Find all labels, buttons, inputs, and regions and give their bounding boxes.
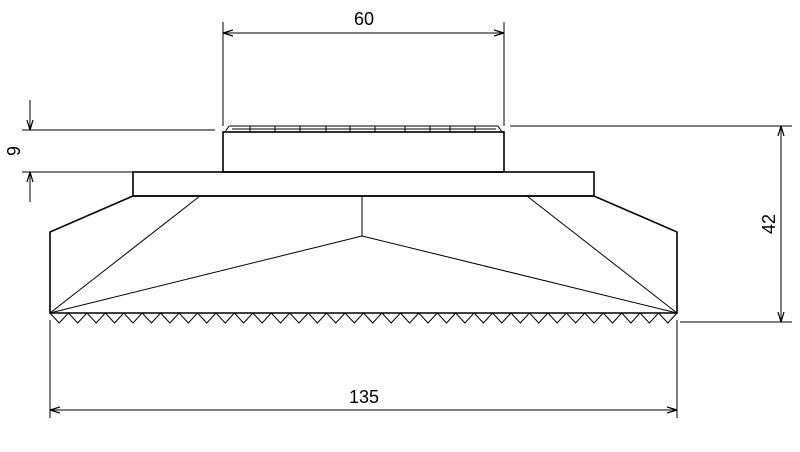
top-boss <box>222 131 505 173</box>
dimension-overall-width: 135 <box>50 387 677 410</box>
body-edge-left <box>49 195 134 233</box>
dimension-label-135: 135 <box>349 387 379 407</box>
main-body <box>49 195 678 314</box>
dimension-top-width: 60 <box>223 9 504 33</box>
part-outline <box>49 125 678 324</box>
serrated-edge <box>49 312 678 324</box>
dimension-height-total: 42 <box>759 126 781 322</box>
boss-cap <box>224 125 503 133</box>
dimension-label-60: 60 <box>354 9 374 29</box>
dimension-label-42: 42 <box>759 214 779 234</box>
extension-lines <box>22 22 792 418</box>
flange-plate <box>132 171 595 197</box>
dimension-height-small: 9 <box>4 100 30 202</box>
dimension-label-9: 9 <box>4 146 24 156</box>
body-facets <box>49 195 678 314</box>
